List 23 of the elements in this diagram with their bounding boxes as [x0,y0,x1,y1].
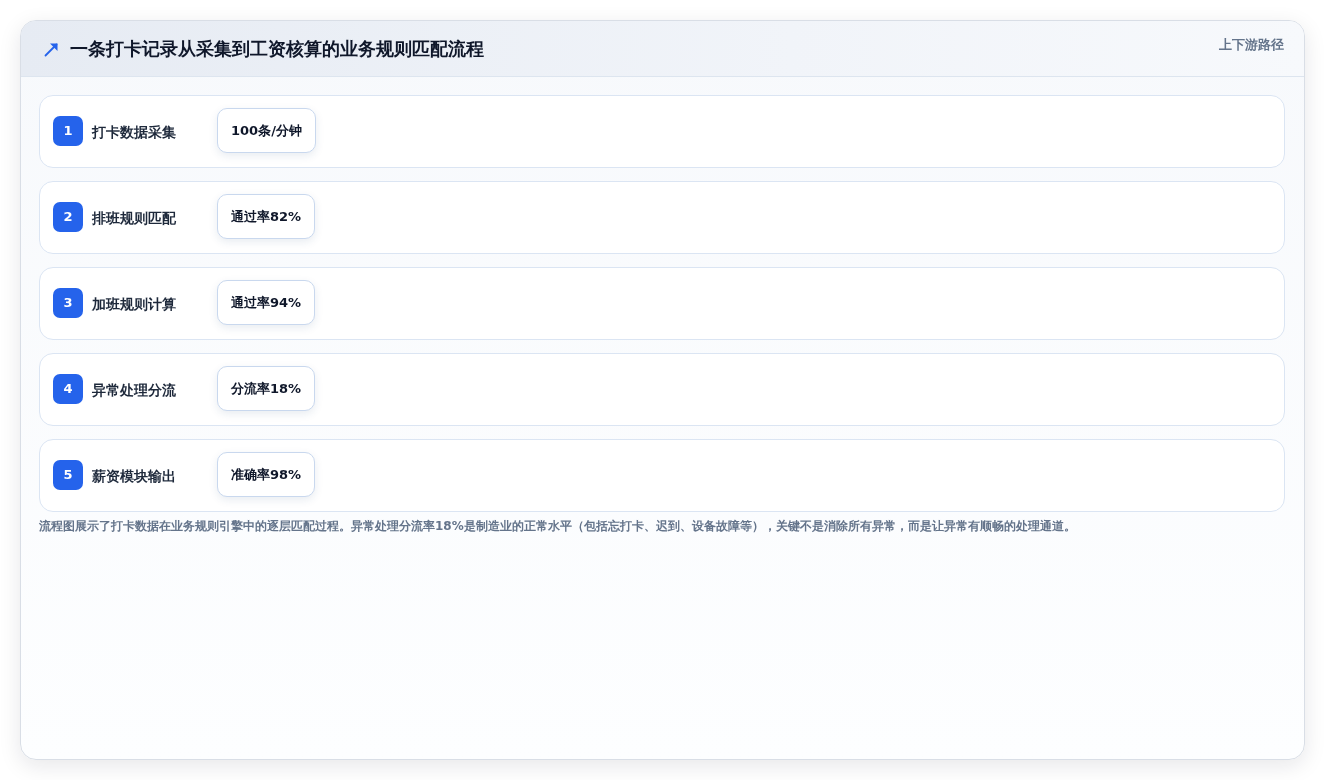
step-number: 5 [53,460,83,490]
header-note: 上下游路径 [1219,36,1284,54]
step-number: 3 [53,288,83,318]
metric-tag: 通过率94% [217,280,316,325]
metric-tag: 分流率18% [217,366,316,411]
metric-tag: 准确率98% [217,452,316,497]
step-number: 2 [53,202,83,232]
step-number: 4 [53,374,83,404]
diagram-title: 一条打卡记录从采集到工资核算的业务规则匹配流程 [70,37,484,61]
metric-tag: 通过率82% [217,194,316,239]
caption-text: 流程图展示了打卡数据在业务规则引擎中的逐层匹配过程。异常处理分流率18%是制造业的正常水平（包括忘打卡、迟到、设备故障等），关键不是消除所有异常，而是让异常有顺畅的处理通道。 [39,518,1077,535]
step-title: 异常处理分流 [92,381,176,400]
step-card [39,95,1285,168]
step-number: 1 [53,116,83,146]
step-title: 打卡数据采集 [92,123,176,142]
step-card [39,439,1285,512]
step-title: 加班规则计算 [92,295,176,314]
step-card [39,353,1285,426]
step-card [39,267,1285,340]
step-card [39,181,1285,254]
step-title: 薪资模块输出 [92,467,176,486]
step-title: 排班规则匹配 [92,209,176,228]
metric-tag: 100条/分钟 [217,108,316,153]
